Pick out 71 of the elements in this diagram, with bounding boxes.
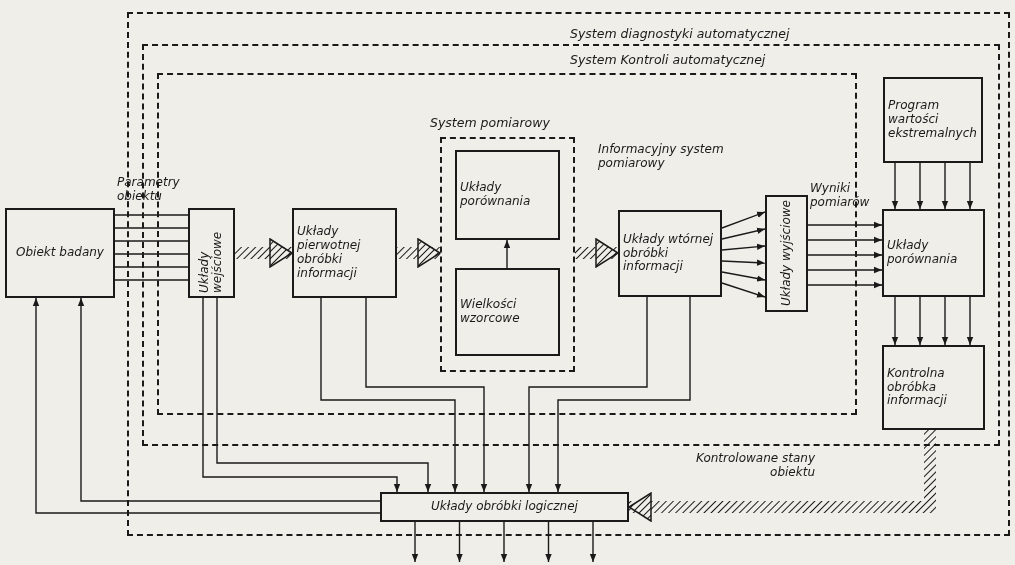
arrow: [891, 162, 899, 210]
arrow: [916, 162, 924, 210]
box-label: Układy pierwotnej obróbki informacji: [297, 225, 362, 281]
box-label: Układy porównania: [460, 181, 532, 209]
arrow: [807, 281, 883, 289]
arrow: [966, 296, 974, 346]
arrow: [365, 297, 488, 493]
arrow: [807, 221, 883, 229]
box-label: Układy wejściowe: [198, 230, 225, 293]
box-label: Obiekt badany: [16, 246, 104, 260]
arrow: [503, 239, 511, 269]
arrow: [545, 521, 552, 563]
process-box: [292, 208, 397, 298]
arrow: [32, 297, 381, 514]
box-label: Układy wyjściowe: [779, 200, 794, 307]
hatched-arrow: [575, 238, 619, 268]
arrow: [554, 296, 691, 493]
arrow: [807, 251, 883, 259]
arrow: [525, 296, 648, 493]
arrow: [807, 266, 883, 274]
arrow: [589, 521, 597, 563]
arrow: [721, 259, 766, 266]
arrow: [966, 162, 974, 210]
annotation-label: Informacyjny system pomiarowy: [598, 143, 725, 171]
process-box: [188, 208, 235, 298]
connector-line: [114, 253, 189, 255]
region-heading: System pomiarowy: [430, 115, 550, 130]
arrow: [500, 521, 508, 563]
annotation-label: Wyniki pomiarów: [810, 182, 871, 210]
arrow: [721, 271, 766, 282]
process-box: [765, 195, 808, 312]
process-box: [618, 210, 722, 297]
arrow: [721, 227, 766, 240]
hatched-arrow: [397, 238, 441, 268]
hatched-arrow: [235, 238, 293, 268]
arrow: [721, 211, 766, 229]
arrow: [941, 296, 949, 346]
box-label: Układy wtórnej obróbki informacji: [623, 232, 715, 275]
connector-line: [114, 227, 189, 229]
box-label: Program wartości ekstremalnych: [888, 99, 978, 141]
connector-line: [114, 240, 189, 242]
box-label: Wielkości wzorcowe: [460, 298, 521, 326]
arrow: [216, 297, 432, 493]
arrow: [891, 296, 899, 346]
arrow: [320, 297, 459, 493]
arrow: [202, 297, 401, 493]
connector-line: [114, 279, 189, 281]
process-box: [883, 77, 983, 163]
arrow: [941, 162, 949, 210]
arrow: [721, 243, 766, 251]
box-label: Kontrolna obróbka informacji: [887, 366, 948, 409]
box-label: Układy obróbki logicznej: [431, 500, 578, 514]
arrow: [807, 236, 883, 244]
connector-line: [114, 266, 189, 268]
process-box: [455, 150, 560, 240]
arrow: [456, 521, 463, 563]
arrow: [77, 297, 381, 502]
process-box: [380, 492, 629, 522]
process-box: [455, 268, 560, 356]
process-box: [882, 345, 985, 430]
region-heading: System diagnostyki automatycznej: [570, 26, 790, 41]
process-box: [5, 208, 115, 298]
arrow: [721, 282, 766, 298]
arrow: [916, 296, 924, 346]
arrow: [411, 521, 419, 563]
hatched-arrow: [628, 430, 936, 522]
connector-line: [114, 214, 189, 216]
process-box: [882, 209, 985, 297]
annotation-label: Parametry obiektu: [117, 176, 181, 204]
box-label: Układy porównania: [887, 239, 959, 267]
region-heading: System Kontroli automatycznej: [570, 52, 766, 67]
